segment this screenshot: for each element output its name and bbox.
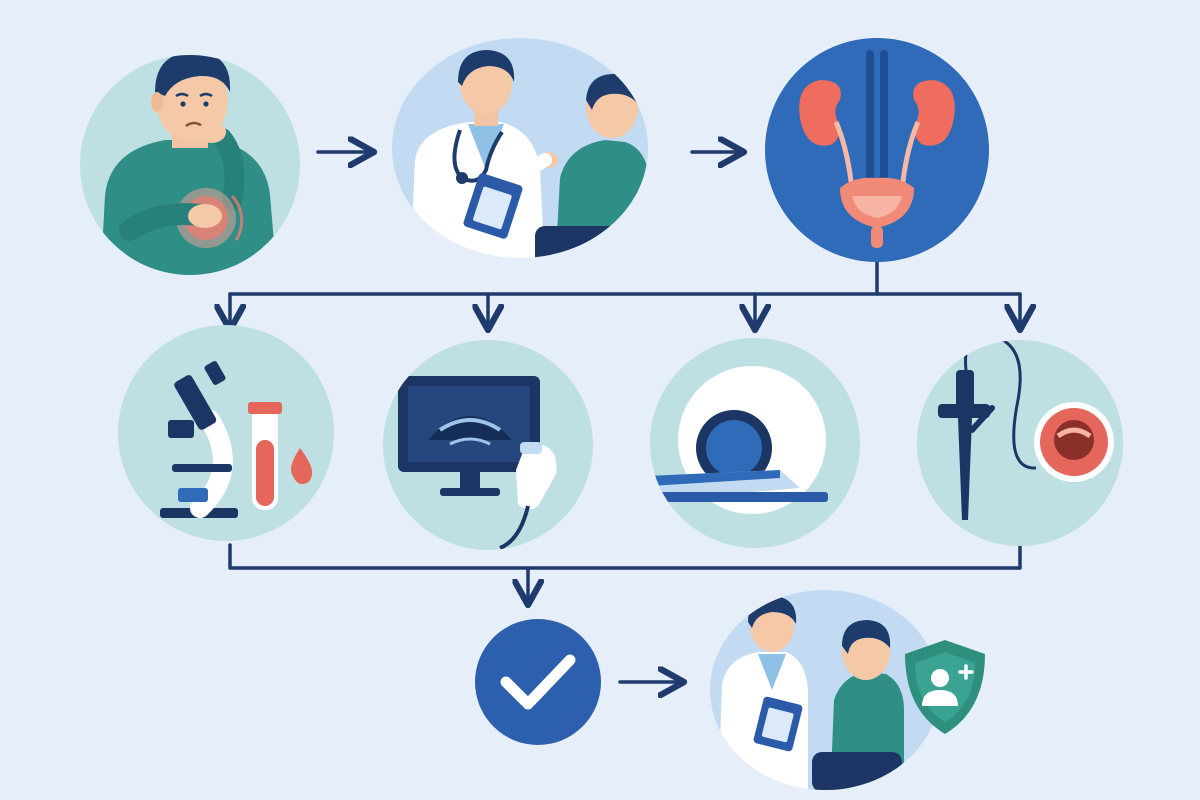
doctor-patient-care-icon: [710, 590, 985, 790]
checkmark-icon: [475, 619, 601, 745]
patient-pain-icon: [80, 55, 300, 275]
shield-user-plus-icon: [905, 640, 985, 734]
ct-scanner-icon: [650, 338, 860, 548]
urinary-system-icon: [765, 38, 989, 262]
connectors: [230, 152, 1020, 682]
merge-line: [228, 543, 1022, 570]
ultrasound-icon: [383, 340, 593, 550]
doctor-consultation-icon: [392, 38, 648, 258]
microscope-blood-test-icon: [118, 325, 334, 541]
cystoscope-icon: [917, 340, 1123, 546]
